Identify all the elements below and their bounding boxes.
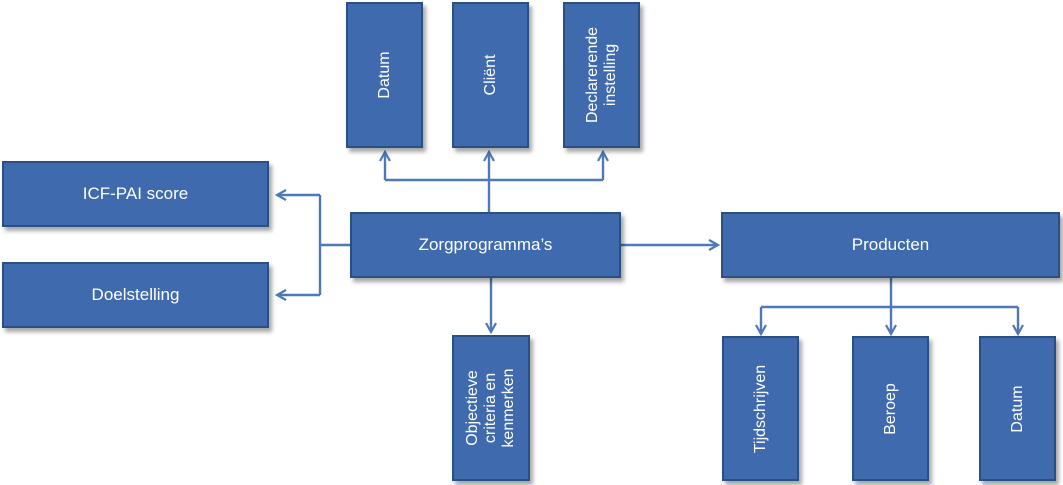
node-producten: Producten [721, 212, 1060, 278]
node-tijdschrijven: Tijdschrijven [722, 336, 799, 481]
node-declarerende-instelling: Declarerende instelling [563, 2, 640, 148]
node-icf-pai-score: ICF-PAI score [2, 161, 269, 227]
node-producten-label: Producten [851, 235, 930, 254]
node-declarerende-instelling-label: Declarerende instelling [583, 26, 619, 124]
node-objectieve-criteria: Objectieve criteria en kenmerken [452, 335, 530, 481]
node-datum-top-label: Datum [375, 51, 393, 99]
node-beroep-label: Beroep [881, 382, 899, 435]
node-icf-pai-score-label: ICF-PAI score [82, 184, 189, 203]
node-client-label: Cliënt [481, 54, 499, 96]
node-datum-bottom: Datum [979, 336, 1056, 481]
node-tijdschrijven-label: Tijdschrijven [751, 364, 769, 453]
node-objectieve-criteria-label: Objectieve criteria en kenmerken [464, 368, 517, 448]
node-doelstelling-label: Doelstelling [91, 285, 180, 304]
node-zorgprogrammas: Zorgprogramma’s [350, 212, 621, 278]
node-doelstelling: Doelstelling [2, 262, 269, 328]
node-datum-top: Datum [346, 2, 423, 148]
node-beroep: Beroep [852, 336, 929, 481]
node-zorgprogrammas-label: Zorgprogramma’s [418, 235, 553, 254]
node-datum-bottom-label: Datum [1008, 384, 1026, 433]
node-client: Cliënt [452, 2, 529, 148]
